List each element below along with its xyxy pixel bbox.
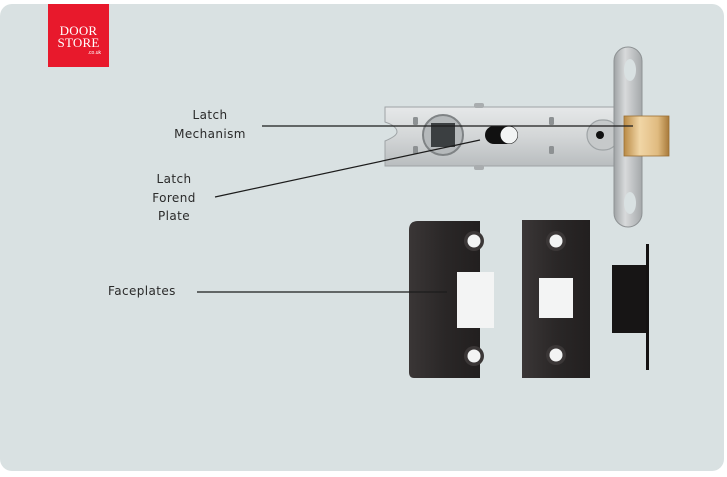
diagram-card: DOOR STORE .co.uk	[0, 4, 724, 471]
screw-icon	[549, 146, 554, 154]
rivet-tab	[474, 165, 484, 170]
label-line: Forend	[152, 190, 196, 205]
faceplate-small	[522, 220, 590, 378]
logo-line-door: DOOR	[59, 23, 98, 38]
rivet-tab	[474, 103, 484, 108]
faceplate-large	[409, 221, 494, 378]
label-line: Latch	[192, 108, 228, 122]
doorstore-logo[interactable]: DOOR STORE .co.uk	[48, 4, 109, 67]
label-line: Plate	[157, 209, 190, 223]
latch-bolt	[623, 115, 670, 157]
latch-illustration	[197, 46, 670, 378]
logo-line-store: STORE	[57, 35, 100, 50]
spindle-square	[431, 123, 455, 147]
screw-icon	[413, 117, 418, 125]
label-faceplates: Faceplates	[108, 284, 176, 298]
logo-line-domain: .co.uk	[87, 50, 101, 56]
strike-box	[612, 244, 649, 370]
label-latch-forend-plate: Latch Forend Plate	[138, 170, 210, 226]
label-latch-mechanism: Latch Mechanism	[160, 106, 260, 143]
label-line: Mechanism	[174, 126, 246, 141]
screw-icon	[549, 117, 554, 125]
latch-body	[384, 103, 620, 170]
label-line: Latch	[156, 172, 192, 186]
leader-line-forend-plate	[214, 139, 481, 198]
screw-icon	[413, 146, 418, 154]
